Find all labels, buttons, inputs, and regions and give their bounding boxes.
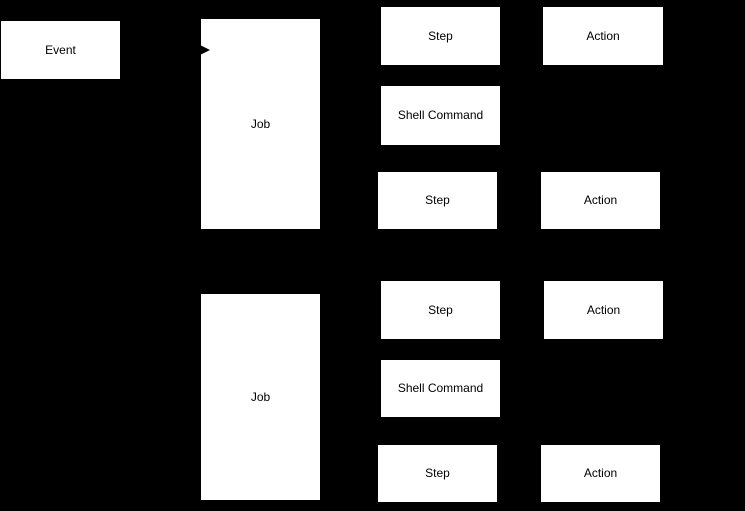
node-step-2a[interactable]: Step — [381, 281, 500, 339]
node-action-2a-label: Action — [586, 302, 621, 317]
node-action-1b[interactable]: Action — [541, 172, 660, 229]
node-shell-command-1[interactable]: Shell Command — [381, 86, 500, 145]
node-job-1[interactable]: Job — [201, 19, 320, 229]
node-job-2-label: Job — [250, 389, 271, 404]
node-step-1a[interactable]: Step — [381, 7, 500, 65]
node-action-1b-label: Action — [583, 193, 618, 208]
node-step-2a-label: Step — [428, 302, 453, 317]
node-step-2b[interactable]: Step — [378, 445, 497, 502]
node-shell-command-1-label: Shell Command — [397, 108, 484, 123]
node-job-2[interactable]: Job — [201, 294, 320, 500]
node-job-1-label: Job — [250, 116, 271, 131]
node-event[interactable]: Event — [1, 21, 120, 79]
node-action-2b-label: Action — [583, 466, 618, 481]
node-shell-command-2-label: Shell Command — [397, 381, 484, 396]
node-action-2a[interactable]: Action — [544, 281, 663, 339]
node-action-1a-label: Action — [586, 28, 620, 43]
node-event-label: Event — [45, 42, 76, 57]
arrowhead-icon — [200, 45, 210, 55]
node-action-2b[interactable]: Action — [541, 445, 660, 502]
node-shell-command-2[interactable]: Shell Command — [381, 360, 500, 417]
node-step-1b[interactable]: Step — [378, 172, 497, 229]
node-step-2b-label: Step — [425, 466, 450, 481]
node-step-1a-label: Step — [428, 28, 453, 43]
node-action-1a[interactable]: Action — [543, 7, 663, 65]
node-step-1b-label: Step — [425, 193, 450, 208]
